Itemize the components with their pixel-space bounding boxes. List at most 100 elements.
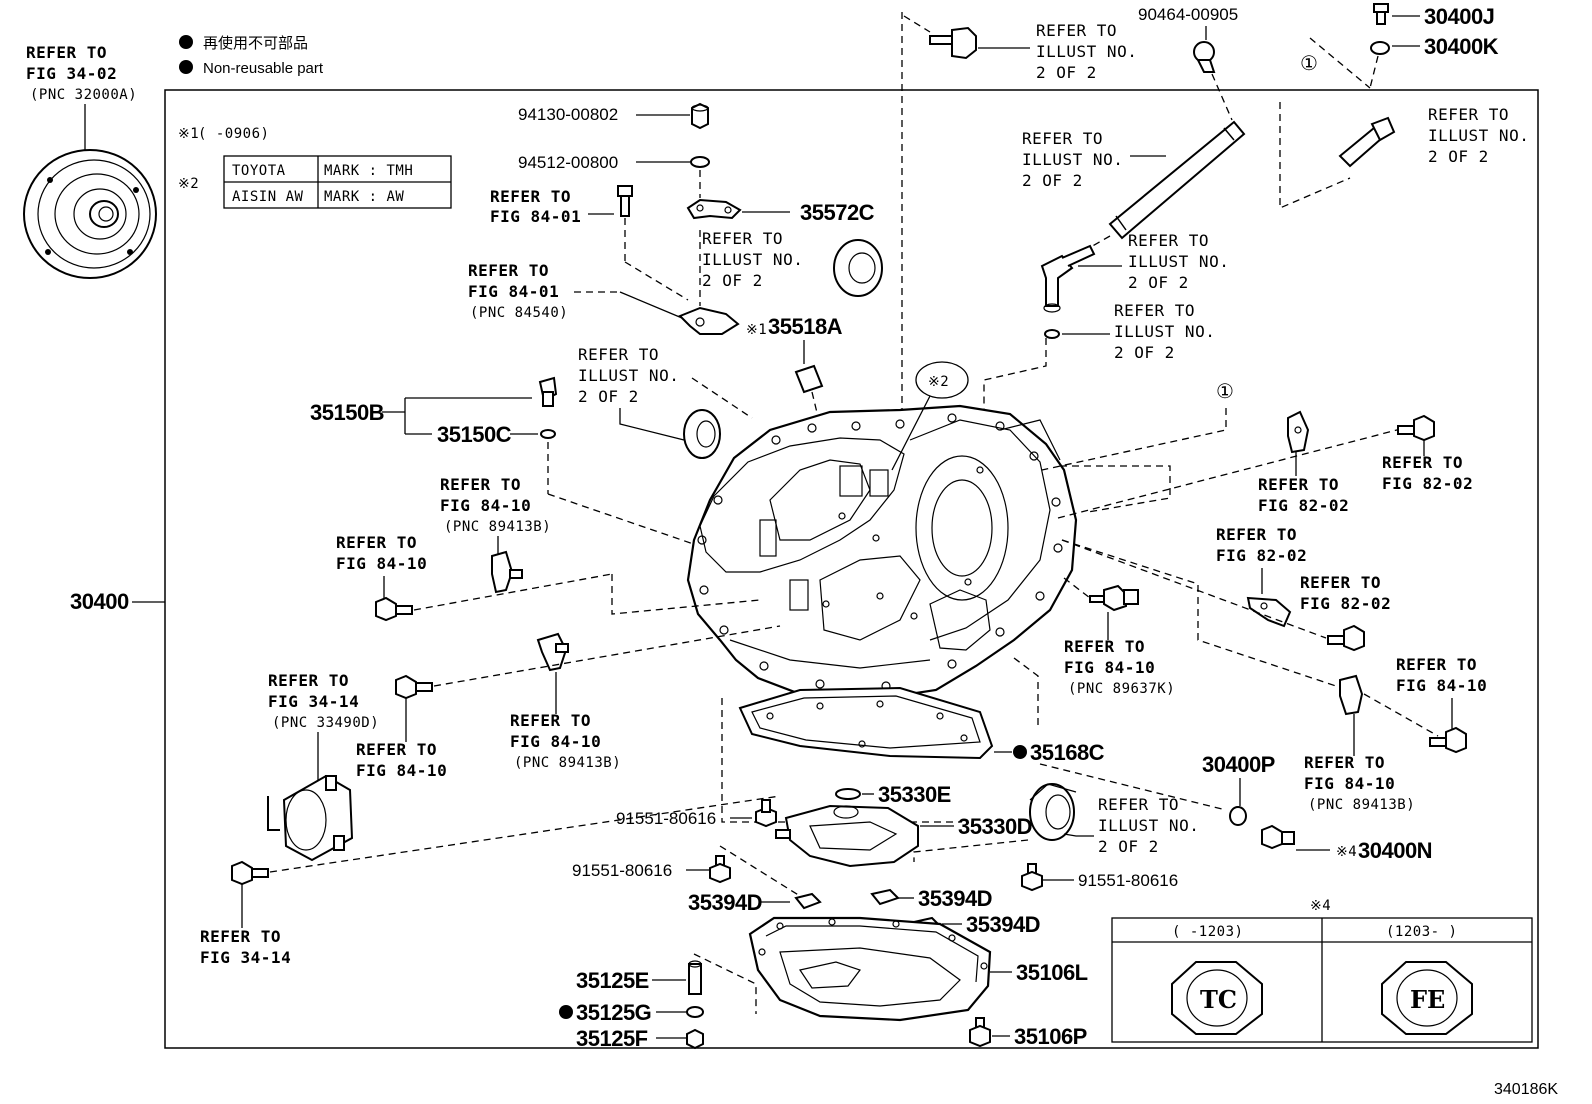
ref-label: REFER TO: [510, 711, 591, 730]
plug-icon: [686, 1028, 704, 1050]
part-number-30400K: 30400K: [1424, 34, 1499, 59]
flange-bolt-icon: [929, 26, 977, 60]
ref-label: REFER TO: [1304, 753, 1385, 772]
part-number-35330E: 35330E: [878, 782, 951, 807]
washer-icon: [690, 156, 710, 168]
ref-label: ILLUST NO.: [1114, 322, 1215, 341]
ref-label: ILLUST NO.: [1022, 150, 1123, 169]
gasket-icon: [686, 1006, 704, 1018]
bolt-icon: [1397, 414, 1435, 442]
ref-label: FIG 84-10: [1396, 676, 1487, 695]
table-cell: AISIN AW: [232, 189, 304, 205]
ref-label: REFER TO: [1022, 129, 1103, 148]
part-number-35518A: 35518A: [768, 314, 843, 339]
table-cell: MARK : AW: [324, 189, 404, 205]
speed-sensor-icon: [1339, 674, 1364, 716]
note1-text: ( -0906): [198, 126, 269, 142]
oil-cooler-tube-icon: [1108, 120, 1246, 240]
bracket-icon: [686, 198, 742, 220]
part-number-90464-00905: 90464-00905: [1138, 5, 1238, 24]
ref-label: REFER TO: [356, 740, 437, 759]
ref-label: ILLUST NO.: [1428, 126, 1529, 145]
drain-plug-bolt-icon: [969, 1017, 991, 1048]
notes-block: ※1 ( -0906) ※2 TOYOTA MARK : TMH AISIN A…: [178, 126, 452, 209]
part-number-30400N: 30400N: [1358, 838, 1432, 863]
ref-label: REFER TO: [1128, 231, 1209, 250]
ref-label: REFER TO: [1382, 453, 1463, 472]
legend-jp-label: 再使用不可部品: [203, 34, 308, 52]
part-number-35394D: 35394D: [966, 912, 1040, 937]
part-number-35150C: 35150C: [437, 422, 512, 447]
ref-label: REFER TO: [440, 475, 521, 494]
manufacturer-mark-table: TOYOTA MARK : TMH AISIN AW MARK : AW: [223, 155, 452, 209]
legend: 再使用不可部品 Non-reusable part: [179, 34, 324, 77]
bearing-icon: [833, 239, 883, 297]
bolt-mark-label: TC: [1200, 985, 1237, 1014]
ref-label: REFER TO: [1300, 573, 1381, 592]
ref-label: REFER TO: [1216, 525, 1297, 544]
part-number-35106P: 35106P: [1014, 1024, 1087, 1049]
clamp-icon: [1193, 41, 1216, 73]
ref-label: FIG 82-02: [1382, 474, 1473, 493]
diagram-frame: [164, 89, 1539, 1049]
ref-label: REFER TO: [336, 533, 417, 552]
oil-pan-icon: [748, 916, 992, 1022]
part-number-35106L: 35106L: [1016, 960, 1088, 985]
ref-label: FIG 34-14: [268, 692, 359, 711]
table-cell: (1203- ): [1386, 924, 1457, 940]
ref-label: FIG 84-10: [1064, 658, 1155, 677]
ref-label: FIG 84-10: [336, 554, 427, 573]
ref-label: FIG 84-10: [356, 761, 447, 780]
bolt-mark-label: FE: [1410, 985, 1445, 1014]
ref-label: 2 OF 2: [1128, 273, 1189, 292]
ref-label: REFER TO: [1428, 105, 1509, 124]
table-cell: MARK : TMH: [324, 163, 413, 179]
bolt-icon: [395, 674, 433, 700]
legend-dot-icon: [179, 60, 193, 74]
bolt-icon: [375, 596, 413, 622]
ref-label: 2 OF 2: [1114, 343, 1175, 362]
ref-label: FIG 34-14: [200, 948, 291, 967]
part-number-35125E: 35125E: [576, 968, 649, 993]
ref-label: FIG 84-01: [490, 207, 581, 226]
bolt-icon: [617, 185, 633, 217]
part-number-91551-80616: 91551-80616: [1078, 871, 1178, 890]
ref-label: FIG 84-10: [1304, 774, 1395, 793]
bolt-icon: [755, 799, 777, 828]
note4-mark: ※4: [1336, 844, 1357, 860]
ref-label: (PNC 89413B): [1308, 797, 1415, 813]
oil-cooler-icon: [267, 774, 354, 862]
ref-label: 2 OF 2: [1428, 147, 1489, 166]
note1-mark: ※1: [178, 126, 199, 142]
torque-converter-ref: REFER TO FIG 34-02 (PNC 32000A): [23, 43, 157, 279]
ref-label: (PNC 89413B): [444, 519, 551, 535]
magnet-icon: [794, 892, 822, 910]
ref-label: REFER TO: [26, 43, 107, 62]
bolt-icon: [709, 855, 731, 884]
ref-label: REFER TO: [702, 229, 783, 248]
legend-en-label: Non-reusable part: [203, 60, 324, 77]
washer-icon: [1370, 41, 1390, 55]
oil-strainer-icon: [775, 804, 919, 868]
ref-label: (PNC 32000A): [30, 87, 137, 103]
part-number-30400: 30400: [70, 589, 129, 614]
note4-mark: ※4: [1310, 898, 1331, 914]
torque-converter-icon: [23, 149, 157, 279]
bracket-icon: [1287, 410, 1310, 454]
part-number-35394D: 35394D: [688, 890, 762, 915]
hex-bolt-head-icon: FE: [1381, 961, 1473, 1035]
bolt-icon: [1429, 726, 1467, 754]
ref-label: 2 OF 2: [1036, 63, 1097, 82]
part-number-30400P: 30400P: [1202, 752, 1275, 777]
ref-label: REFER TO: [200, 927, 281, 946]
plug-icon: [538, 376, 558, 407]
ref-label: ILLUST NO.: [578, 366, 679, 385]
ref-label: REFER TO: [1036, 21, 1117, 40]
ref-label: REFER TO: [268, 671, 349, 690]
part-number-35168C: 35168C: [1030, 740, 1105, 765]
part-number-91551-80616: 91551-80616: [572, 861, 672, 880]
ref-label: FIG 82-02: [1216, 546, 1307, 565]
o-ring-icon: [835, 788, 861, 800]
